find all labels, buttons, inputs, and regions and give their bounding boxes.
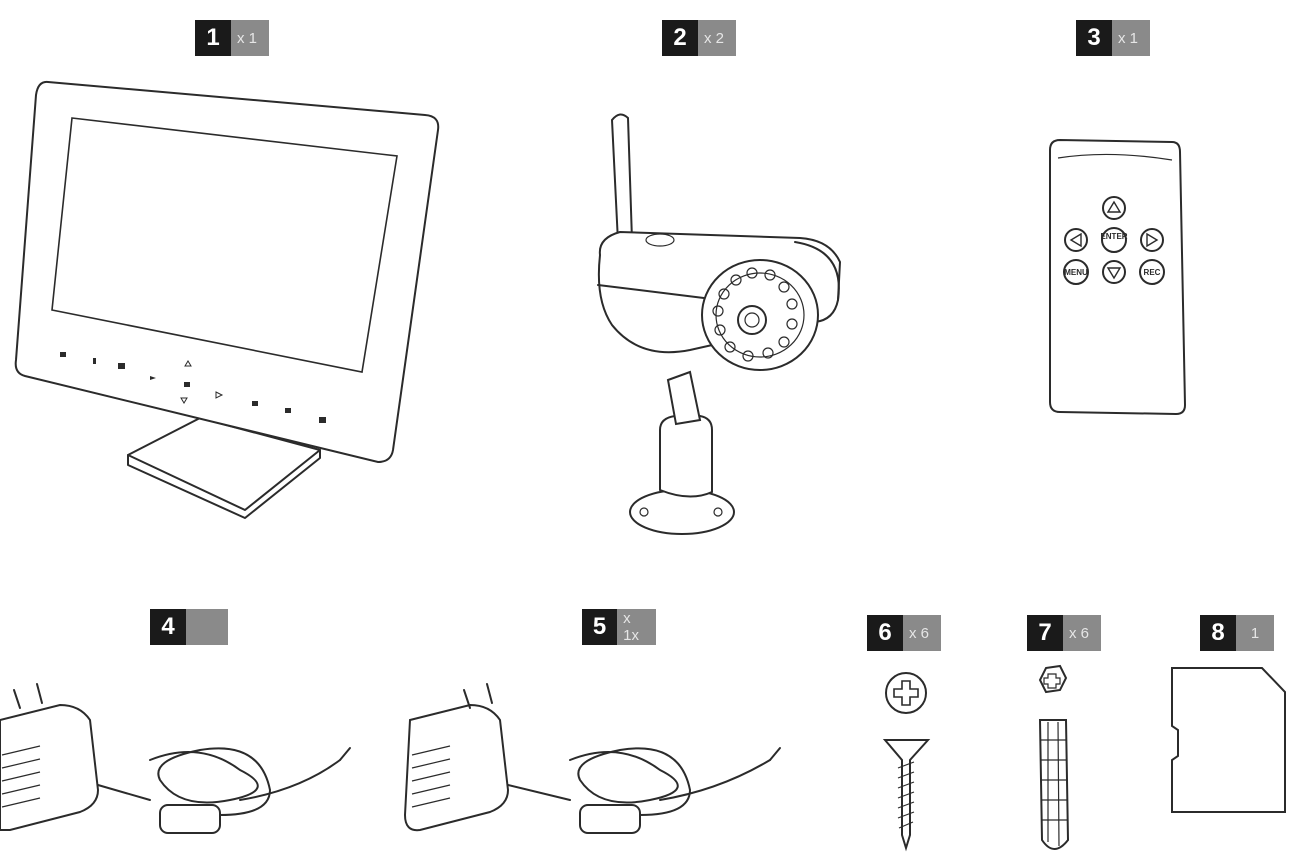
item-quantity: x 1	[1112, 20, 1150, 56]
item-number: 6	[867, 615, 903, 651]
wall-plug-icon	[1038, 664, 1070, 850]
item-quantity: x 1	[231, 20, 269, 56]
item-quantity: x 6	[1063, 615, 1101, 651]
monitor-icon	[14, 80, 440, 519]
power-adapter-icon	[403, 683, 781, 834]
item-quantity	[186, 609, 228, 645]
item-badge: 5 x 1x	[582, 609, 656, 645]
item-badge: 8 1	[1200, 615, 1274, 651]
item-quantity: x 6	[903, 615, 941, 651]
item-badge: 1 x 1	[195, 20, 269, 56]
item-number: 2	[662, 20, 698, 56]
item-badge: 6 x 6	[867, 615, 941, 651]
item-quantity: x 1x	[617, 609, 656, 645]
item-badge: 2 x 2	[662, 20, 736, 56]
remote-control-icon: ENTER MENU REC	[1049, 138, 1187, 416]
item-number: 1	[195, 20, 231, 56]
screw-icon	[882, 672, 931, 852]
power-adapter-icon	[0, 683, 351, 834]
item-number: 5	[582, 609, 618, 645]
item-number: 8	[1200, 615, 1236, 651]
item-badge: 4	[150, 609, 228, 645]
item-quantity: x 2	[698, 20, 736, 56]
enter-label: ENTER	[1100, 232, 1127, 241]
camera-icon	[597, 113, 842, 535]
item-badge: 3 x 1	[1076, 20, 1150, 56]
item-number: 7	[1027, 615, 1063, 651]
rec-label: REC	[1144, 268, 1161, 277]
item-number: 4	[150, 609, 186, 645]
menu-label: MENU	[1064, 268, 1088, 277]
item-quantity: 1	[1236, 615, 1274, 651]
item-badge: 7 x 6	[1027, 615, 1101, 651]
item-number: 3	[1076, 20, 1112, 56]
